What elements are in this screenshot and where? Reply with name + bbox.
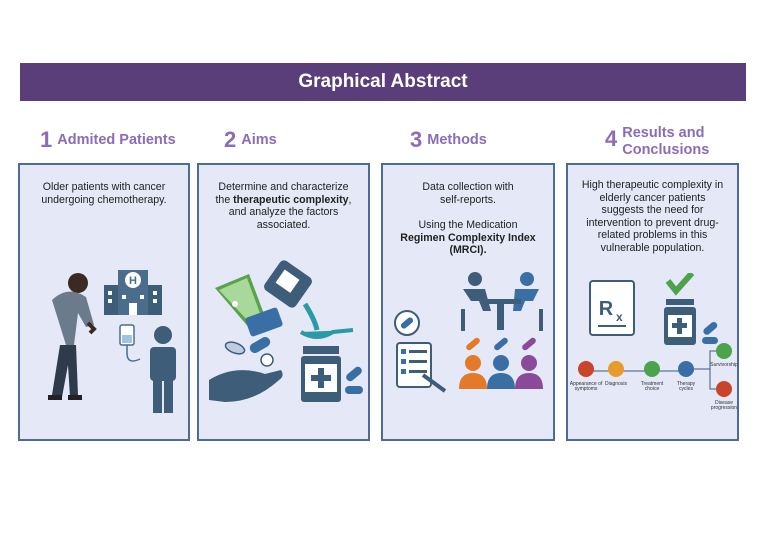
section-2-title: Aims [241, 132, 277, 148]
people-icon [459, 337, 543, 389]
hospital-icon: H [104, 270, 162, 315]
checklist-icon [394, 310, 447, 393]
elderly-patient-icon [48, 273, 97, 400]
section-4-title: Results and Conclusions [622, 125, 709, 159]
svg-text:H: H [129, 275, 137, 287]
prescription-icon: R x [589, 280, 635, 336]
panel-3-text-2-bold: Regimen Complexity Index (MRCI). [400, 231, 536, 257]
panel-4-text: High therapeutic complexity in elderly c… [581, 179, 724, 254]
panel-3-text-2-start: Using the Medication [418, 219, 518, 231]
interview-icon [461, 272, 543, 331]
banner-title: Graphical Abstract [298, 71, 468, 92]
panel-2-text-bold: therapeutic complexity [233, 193, 349, 206]
disease-progression-icon [716, 381, 732, 397]
section-2-number: 2 [224, 127, 237, 152]
checkmark-icon [665, 273, 695, 296]
section-3-title: Methods [427, 132, 487, 148]
section-1-header: 1 Admited Patients [40, 129, 176, 151]
panel-admitted-patients: Older patients with cancer undergoing ch… [18, 163, 190, 441]
iv-drip-icon [119, 324, 141, 362]
section-4-title-line2: Conclusions [622, 142, 710, 158]
panel-aims: Determine and characterize the therapeut… [197, 163, 370, 441]
graphical-abstract-banner: Graphical Abstract [20, 63, 746, 101]
svg-text:x: x [616, 310, 623, 324]
flow-outcome-1: Survivorship [710, 362, 738, 368]
flow-step-2: Diagnosis [605, 381, 627, 387]
section-1-number: 1 [40, 127, 53, 152]
section-2-header: 2 Aims [224, 129, 277, 151]
section-3-header: 3 Methods [410, 129, 487, 151]
pills-hand-icon [209, 337, 283, 402]
medicine-bottle-icon [664, 299, 718, 345]
panel-2-text-end: , and analyze the factors associated. [228, 193, 352, 231]
syrup-bottle-icon [264, 260, 354, 339]
section-4-title-line1: Results and [622, 125, 705, 141]
therapy-cycles-icon [678, 361, 694, 377]
flow-step-4-line2: cycles [679, 386, 693, 392]
panel-2-text: Determine and characterize the therapeut… [199, 181, 368, 231]
patient-icon [150, 326, 176, 413]
panel-1-text: Older patients with cancer undergoing ch… [41, 181, 167, 206]
panel-results-conclusions: High therapeutic complexity in elderly c… [566, 163, 739, 441]
flow-outcome-2-line1: Disease [715, 400, 733, 406]
panel-3-text-1: Data collection with self-reports. [422, 181, 514, 206]
section-4-header: 4 Results and Conclusions [605, 125, 709, 159]
symptoms-icon [578, 361, 594, 377]
inhaler-icon [215, 274, 283, 337]
medicine-bottle-icon [301, 346, 363, 402]
flow-step-1-line2: symptoms [575, 386, 598, 392]
flow-step-3-line2: choice [645, 386, 660, 392]
diagnosis-icon [608, 361, 624, 377]
flow-step-1-line1: Appearance of [570, 381, 603, 387]
section-3-number: 3 [410, 127, 423, 152]
panel-3-text-2: Using the Medication Regimen Complexity … [383, 219, 553, 257]
section-1-title: Admited Patients [57, 132, 176, 148]
flow-step-4-line1: Therapy [677, 381, 696, 387]
section-4-number: 4 [605, 126, 618, 151]
survivorship-icon [716, 343, 732, 359]
flow-outcome-2-line2: progression [711, 405, 737, 411]
panel-methods: Data collection with self-reports. Using… [381, 163, 555, 441]
treatment-choice-icon [644, 361, 660, 377]
svg-text:R: R [599, 298, 614, 320]
flow-step-3-line1: Treatment [641, 381, 664, 387]
panel-2-text-start: Determine and characterize the [215, 181, 349, 206]
